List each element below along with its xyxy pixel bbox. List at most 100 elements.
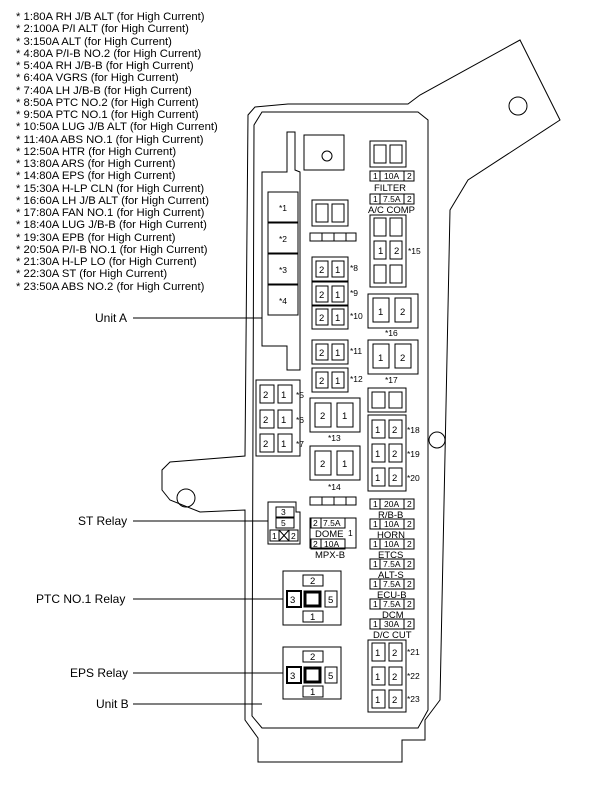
fuse-amp: 7.5A bbox=[383, 579, 401, 589]
fuse-rb-b: 1 20A 2 R/B-B bbox=[369, 498, 415, 521]
pin-label: 2 bbox=[407, 579, 412, 589]
pin-label: 1 bbox=[373, 599, 378, 609]
pin-label: 1 bbox=[348, 528, 353, 538]
pin-label: 5 bbox=[328, 595, 333, 606]
pin-label: 2 bbox=[263, 439, 268, 450]
fuse-name: ALT-S bbox=[378, 570, 404, 581]
pin-label: 1 bbox=[373, 499, 378, 509]
pin-label: 1 bbox=[375, 449, 380, 460]
fuse-amp: 30A bbox=[384, 619, 399, 629]
fuse-name: A/C COMP bbox=[368, 205, 415, 216]
marker-20: *20 bbox=[407, 473, 420, 483]
marker-7: *7 bbox=[296, 439, 304, 449]
pin-label: 2 bbox=[394, 246, 399, 257]
pin-label: 1 bbox=[335, 265, 340, 276]
pin-label: 2 bbox=[319, 290, 324, 301]
pin-label: 2 bbox=[320, 459, 325, 470]
callout-ptc-no1-relay: PTC NO.1 Relay bbox=[36, 592, 125, 606]
fuse-dcm: 1 7.5A 2 DCM bbox=[369, 598, 415, 621]
pin-label: 2 bbox=[400, 307, 405, 318]
pin-label: 3 bbox=[290, 595, 295, 606]
fuse-name: DCM bbox=[382, 610, 404, 621]
pin-label: 1 bbox=[272, 531, 277, 541]
fuse-blocks-18-20: 1 2 *18 1 2 *19 1 2 *20 bbox=[367, 414, 420, 492]
fusible-link-3 bbox=[267, 253, 299, 285]
pin-label: 2 bbox=[313, 518, 318, 528]
pin-label: 1 bbox=[335, 376, 340, 387]
pin-label: 2 bbox=[310, 652, 315, 663]
fuse-blocks-16-17: 1 2 *16 1 2 *17 bbox=[367, 293, 419, 413]
pin-label: 3 bbox=[290, 671, 295, 682]
marker-19: *19 bbox=[407, 449, 420, 459]
fuse-blocks-21-23: 1 2 *21 1 2 *22 1 2 *23 bbox=[367, 639, 420, 713]
pin-label: 2 bbox=[407, 539, 412, 549]
legend-item: * 9:50A PTC NO.1 (for High Current) bbox=[16, 109, 199, 121]
fuse-amp: 10A bbox=[384, 539, 399, 549]
pin-label: 1 bbox=[373, 619, 378, 629]
pin-label: 2 bbox=[407, 519, 412, 529]
fuse-name: FILTER bbox=[374, 183, 406, 194]
marker-11: *11 bbox=[350, 346, 362, 356]
pin-label: 2 bbox=[319, 265, 324, 276]
st-relay: 3 5 1 2 bbox=[267, 501, 301, 545]
pin-label: 2 bbox=[400, 353, 405, 364]
fuse-amp: 10A bbox=[384, 171, 399, 181]
fuse-name: DOME bbox=[315, 529, 344, 540]
pin-label: 2 bbox=[291, 531, 296, 541]
marker-22: *22 bbox=[407, 671, 420, 681]
pin-label: 1 bbox=[378, 246, 383, 257]
fuse-amp: 10A bbox=[324, 539, 339, 549]
marker-18: *18 bbox=[407, 425, 420, 435]
legend-item: * 22:30A ST (for High Current) bbox=[16, 268, 168, 281]
pin-label: 2 bbox=[392, 449, 397, 460]
legend-item: * 1:80A RH J/B ALT (for High Current) bbox=[16, 11, 205, 23]
marker-15: *15 bbox=[408, 246, 421, 256]
pin-label: 1 bbox=[335, 348, 340, 359]
legend-item: * 15:30A H-LP CLN (for High Current) bbox=[16, 182, 205, 195]
fuse-name: ECU-B bbox=[377, 590, 407, 601]
pin-label: 1 bbox=[373, 559, 378, 569]
pin-label: 1 bbox=[375, 695, 380, 706]
pin-label: 5 bbox=[281, 518, 286, 528]
fuse-horn: 1 10A 2 HORN bbox=[369, 518, 415, 541]
fuse-alt-s: 1 7.5A 2 ALT-S bbox=[369, 558, 415, 581]
fuse-amp: 10A bbox=[384, 519, 399, 529]
pin-label: 1 bbox=[281, 439, 286, 450]
pin-label: 1 bbox=[310, 687, 315, 698]
legend-item: * 7:40A LH J/B-B (for High Current) bbox=[16, 84, 192, 97]
relay-socket-15 bbox=[369, 214, 407, 288]
pin-label: 2 bbox=[407, 499, 412, 509]
marker-3: *3 bbox=[279, 265, 287, 275]
fuse-amp: 7.5A bbox=[383, 194, 401, 204]
marker-5: *5 bbox=[296, 390, 304, 400]
legend-item: * 16:60A LH J/B ALT (for High Current) bbox=[16, 194, 209, 207]
unit-a: *1 *2 *3 *4 bbox=[261, 131, 345, 371]
marker-8: *8 bbox=[350, 263, 358, 273]
legend-item: * 19:30A EPB (for High Current) bbox=[16, 231, 176, 244]
fuse-dc-cut: 1 30A 2 D/C CUT bbox=[369, 618, 415, 641]
pin-label: 2 bbox=[319, 313, 324, 324]
pin-label: 1 bbox=[378, 307, 383, 318]
pin-label: 3 bbox=[281, 507, 286, 517]
pin-label: 1 bbox=[335, 290, 340, 301]
pin-label: 2 bbox=[407, 599, 412, 609]
fuse-name: HORN bbox=[377, 530, 405, 541]
pin-label: 1 bbox=[375, 473, 380, 484]
pin-label: 2 bbox=[392, 648, 397, 659]
upper-right-block: 1 10A 2 FILTER 1 7.5A 2 A/C COMP 1 2 *15 bbox=[309, 140, 421, 288]
marker-21: *21 bbox=[407, 647, 420, 657]
legend-item: * 8:50A PTC NO.2 (for High Current) bbox=[16, 96, 199, 109]
fuse-blocks-13-14: 2 1 *13 2 1 *14 bbox=[309, 397, 361, 492]
marker-13: *13 bbox=[328, 433, 341, 443]
legend-item: * 21:30A H-LP LO (for High Current) bbox=[16, 256, 197, 268]
pin-label: 2 bbox=[313, 539, 318, 549]
legend-item: * 18:40A LUG J/B-B (for High Current) bbox=[16, 219, 207, 232]
pin-label: 2 bbox=[392, 473, 397, 484]
pin-label: 2 bbox=[320, 411, 325, 422]
pin-label: 2 bbox=[407, 559, 412, 569]
pin-label: 2 bbox=[319, 348, 324, 359]
fuse-amp: 7.5A bbox=[383, 599, 401, 609]
fuse-name: ETCS bbox=[378, 550, 403, 561]
marker-16: *16 bbox=[385, 328, 398, 338]
pin-label: 2 bbox=[263, 415, 268, 426]
